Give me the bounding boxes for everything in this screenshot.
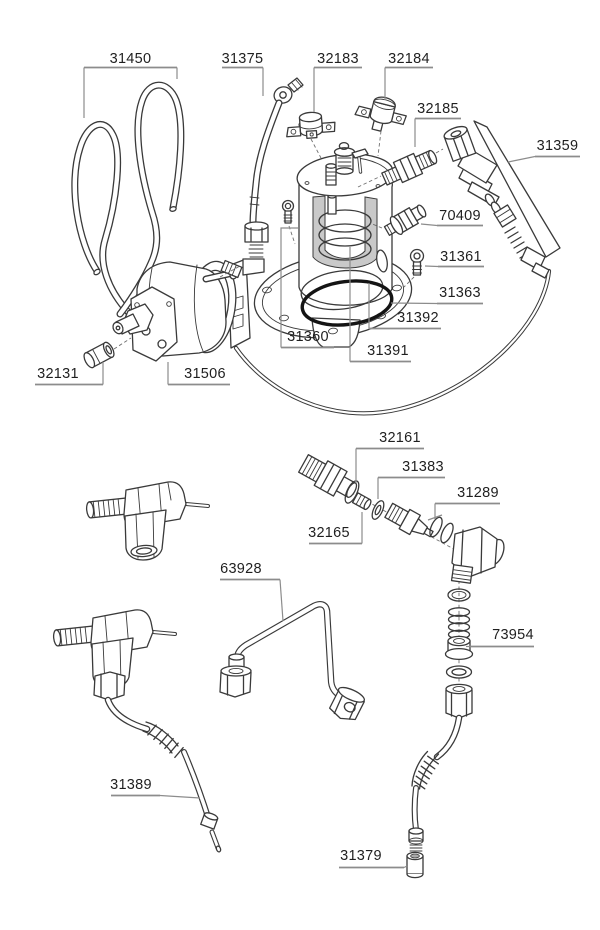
part-drawing-thermostat-32184: [354, 96, 407, 157]
part-drawing-valve-upper: [85, 481, 210, 561]
part-drawing-hose-loops-31450: [71, 81, 185, 318]
part-number-63928: 63928: [220, 561, 262, 577]
heating-element-cable: [233, 268, 552, 416]
leader-line: [507, 155, 536, 163]
part-number-32184: 32184: [388, 51, 430, 67]
part-drawing-pump-31506: [112, 258, 253, 362]
part-drawing-heating-element-31359: [443, 120, 561, 279]
sleeve-31379: [406, 851, 424, 879]
label-31375: 31375: [222, 51, 264, 96]
label-31506: 31506: [167, 362, 230, 386]
label-32131: 32131: [35, 362, 104, 386]
part-number-31363: 31363: [439, 285, 481, 301]
label-32165: 32165: [308, 512, 363, 545]
part-number-31375: 31375: [222, 51, 264, 67]
part-drawing-outlet-column: [406, 526, 505, 879]
label-31289: 31289: [427, 485, 500, 521]
part-number-31506: 31506: [184, 366, 226, 382]
leader-line: [159, 794, 201, 799]
part-drawing-pipe-63928: [219, 600, 366, 721]
part-number-31361: 31361: [440, 249, 482, 265]
label-31360: 31360: [280, 227, 334, 349]
leader-line: [280, 227, 298, 348]
gland-73954: [444, 635, 474, 661]
leader-line: [424, 265, 439, 268]
oring-31289-a: [429, 516, 443, 538]
part-number-70409: 70409: [439, 208, 481, 224]
label-31389: 31389: [110, 777, 201, 799]
part-number-31392: 31392: [397, 310, 439, 326]
part-number-32161: 32161: [379, 430, 421, 446]
part-drawing-thermostat-32183: [286, 111, 336, 159]
leader-line: [390, 302, 438, 305]
label-32161: 32161: [355, 430, 424, 483]
part-drawing-plug-32131: [83, 337, 132, 369]
label-32185: 32185: [414, 101, 461, 147]
part-drawing-boiler-31360: [253, 141, 413, 348]
part-number-32131: 32131: [37, 366, 79, 382]
part-number-73954: 73954: [492, 627, 534, 643]
part-drawing-hose-31375: [219, 77, 304, 279]
leader-line: [420, 223, 438, 227]
part-drawing-fitting-70409: [369, 204, 427, 236]
leader-line: [427, 503, 443, 521]
leader-line: [83, 67, 178, 118]
part-number-31391: 31391: [367, 343, 409, 359]
part-number-32185: 32185: [417, 101, 459, 117]
label-31379: 31379: [339, 848, 408, 869]
part-number-31289: 31289: [457, 485, 499, 501]
part-drawing-nipple-32185: [357, 148, 444, 188]
label-31392: 31392: [368, 283, 441, 330]
label-31359: 31359: [507, 138, 580, 163]
part-number-32183: 32183: [317, 51, 359, 67]
oring-31289-b: [440, 522, 454, 544]
label-70409: 70409: [420, 208, 483, 227]
label-31383: 31383: [377, 459, 445, 499]
label-31363: 31363: [390, 285, 483, 305]
label-73954: 73954: [466, 627, 534, 648]
part-number-31379: 31379: [340, 848, 382, 864]
part-drawing-steam-valve-wand-31389: [52, 609, 222, 853]
part-drawing-bolt-31361: [403, 248, 425, 288]
label-32184: 32184: [384, 51, 433, 100]
label-63928: 63928: [220, 561, 284, 622]
part-number-31383: 31383: [402, 459, 444, 475]
part-number-31359: 31359: [537, 138, 579, 154]
part-number-31360: 31360: [287, 329, 329, 345]
label-31361: 31361: [424, 249, 484, 268]
part-drawing-inlet-chain: [298, 454, 471, 559]
part-number-32165: 32165: [308, 525, 350, 541]
label-31450: 31450: [83, 51, 178, 118]
leader-line: [403, 865, 408, 869]
part-number-31450: 31450: [110, 51, 152, 67]
label-32183: 32183: [313, 51, 362, 112]
part-number-31389: 31389: [110, 777, 152, 793]
label-31391: 31391: [349, 247, 411, 363]
leader-line: [279, 579, 284, 622]
